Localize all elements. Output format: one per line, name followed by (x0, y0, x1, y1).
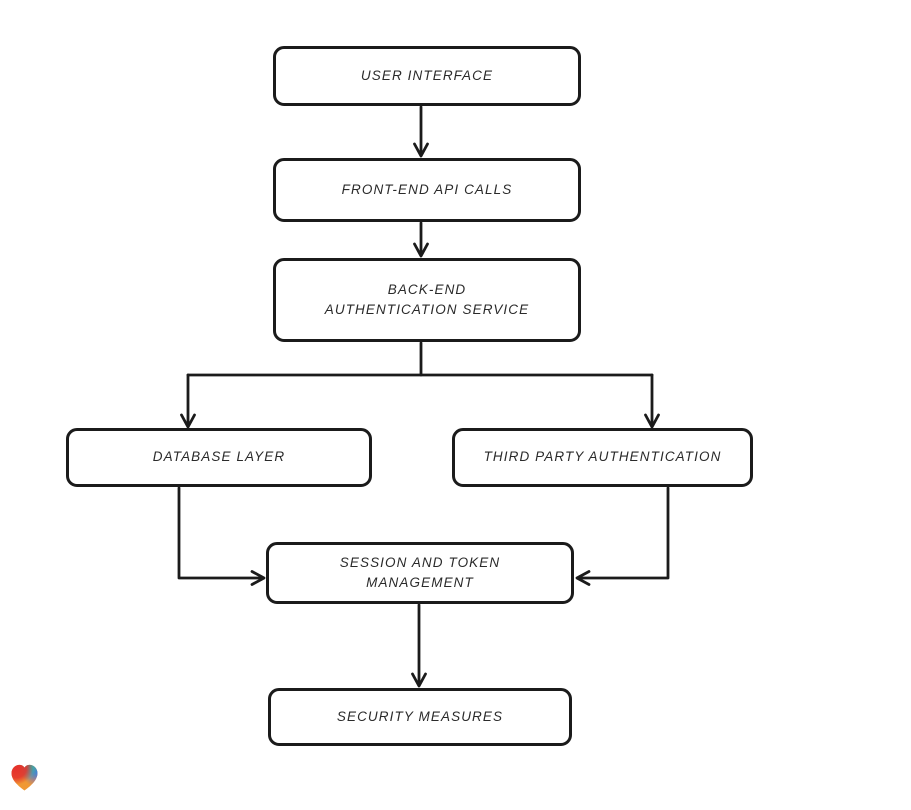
node-session-and-token-management-label: SESSION AND TOKEN MANAGEMENT (339, 554, 501, 590)
edge-branch-to-database-layer (180, 373, 196, 429)
node-third-party-authentication-label: THIRD PARTY AUTHENTICATION (483, 449, 722, 465)
edge-user-interface-to-front-end (413, 105, 429, 158)
node-session-and-token-management[interactable]: SESSION AND TOKEN MANAGEMENT (266, 542, 574, 604)
node-back-end-authentication-service[interactable]: BACK-END AUTHENTICATION SERVICE (273, 258, 581, 342)
node-database-layer-label: DATABASE LAYER (152, 449, 286, 465)
node-front-end-api-calls[interactable]: FRONT-END API CALLS (273, 158, 581, 222)
edge-branch-to-third-party-auth (644, 373, 660, 429)
node-database-layer[interactable]: DATABASE LAYER (66, 428, 372, 487)
node-security-measures-label: SECURITY MEASURES (336, 708, 504, 724)
edge-back-end-auth-branch (186, 341, 654, 377)
edge-third-party-to-session (575, 486, 670, 586)
node-third-party-authentication[interactable]: THIRD PARTY AUTHENTICATION (452, 428, 753, 487)
node-front-end-api-calls-label: FRONT-END API CALLS (341, 181, 513, 197)
node-security-measures[interactable]: SECURITY MEASURES (268, 688, 572, 746)
heart-icon[interactable] (8, 761, 41, 794)
edge-database-to-session (177, 486, 266, 586)
edge-session-to-security (411, 603, 427, 688)
node-back-end-authentication-service-label: BACK-END AUTHENTICATION SERVICE (324, 281, 530, 317)
edge-front-end-to-back-end-auth (413, 221, 429, 258)
node-user-interface[interactable]: USER INTERFACE (273, 46, 581, 106)
node-user-interface-label: USER INTERFACE (360, 67, 494, 83)
